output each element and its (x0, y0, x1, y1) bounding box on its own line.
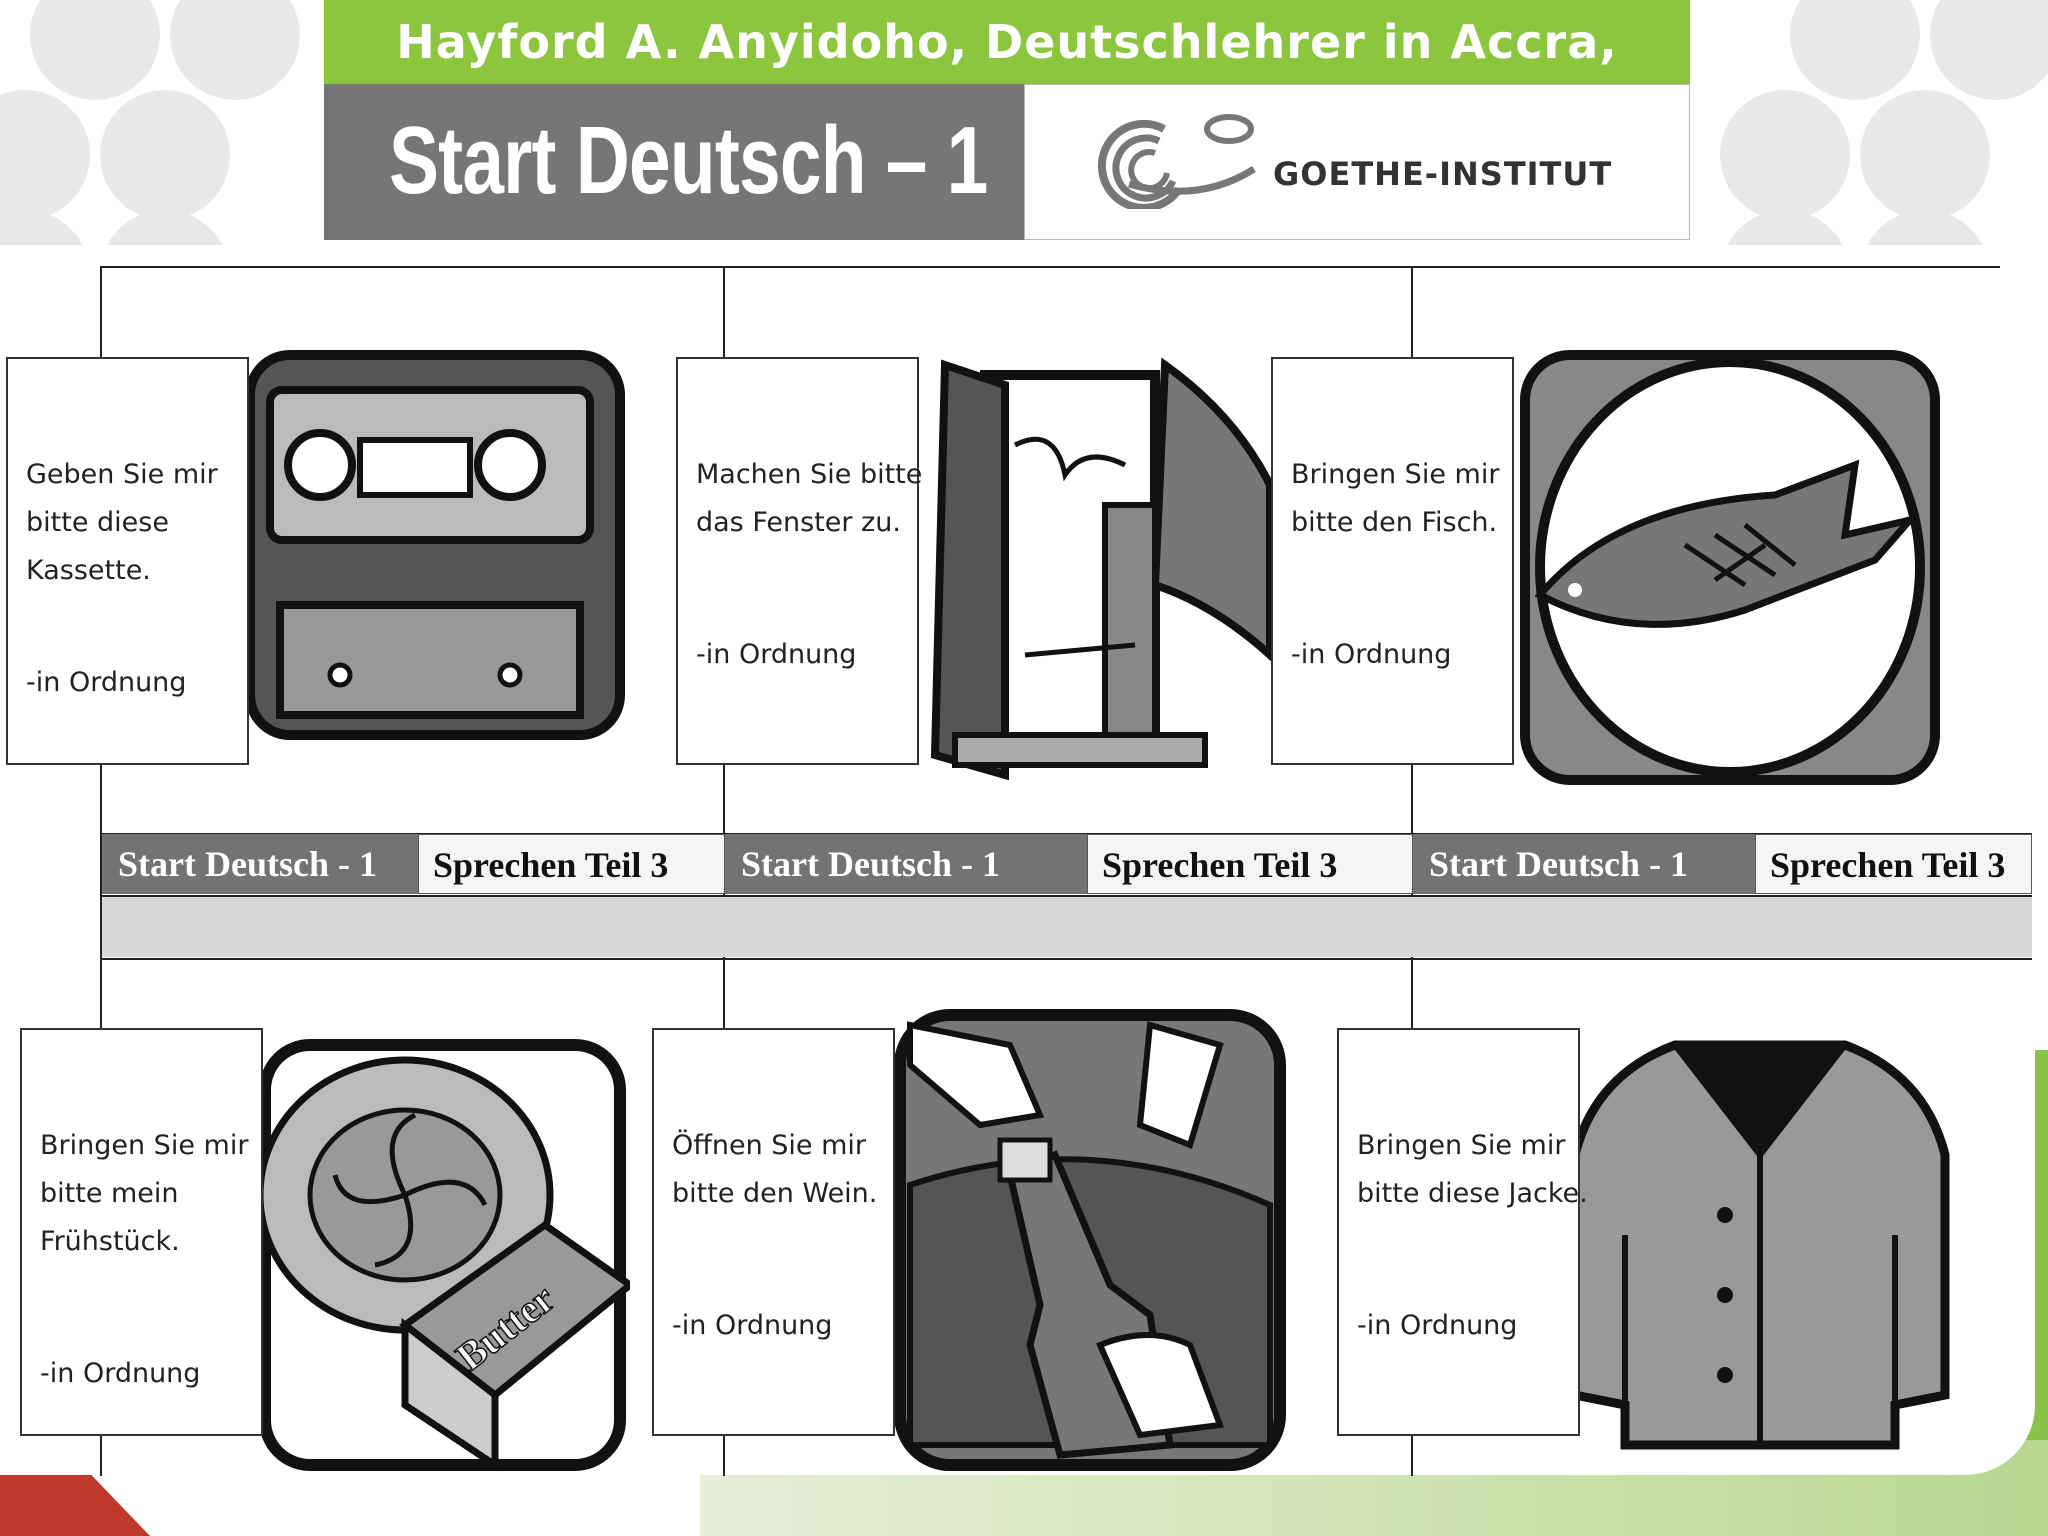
footer-exam-label: Start Deutsch - 1 (102, 834, 418, 894)
request-line: das Fenster zu. (696, 507, 901, 538)
goethe-logo-icon (1097, 114, 1256, 209)
request-line: bitte mein (40, 1178, 179, 1209)
goethe-logo-text: GOETHE-INSTITUT (1273, 155, 1613, 193)
answer-text: -in Ordnung (672, 1310, 833, 1341)
cassette-icon (245, 350, 625, 740)
request-line: Bringen Sie mir (1291, 459, 1500, 490)
request-line: bitte diese (26, 507, 169, 538)
goethe-logo-block: GOETHE-INSTITUT (1024, 84, 1690, 240)
request-line: Öffnen Sie mir (672, 1130, 867, 1161)
request-line: bitte den Fisch. (1291, 507, 1498, 538)
request-line: bitte diese Jacke. (1357, 1178, 1588, 1209)
request-line: Frühstück. (40, 1226, 180, 1257)
answer-text: -in Ordnung (1291, 639, 1452, 670)
request-card-fish: Bringen Sie mir bitte den Fisch. -in Ord… (1271, 357, 1514, 765)
request-line: Bringen Sie mir (40, 1130, 249, 1161)
request-card-cassette: Geben Sie mir bitte diese Kassette. -in … (6, 357, 249, 765)
footer-part-label: Sprechen Teil 3 (418, 834, 725, 894)
request-line: Bringen Sie mir (1357, 1130, 1566, 1161)
request-card-breakfast: Bringen Sie mir bitte mein Frühstück. -i… (20, 1028, 263, 1436)
wine-bottle-icon (894, 1009, 1286, 1471)
jacket-icon (1570, 1040, 1950, 1450)
exam-title-block: Start Deutsch – 1 (324, 84, 1024, 240)
butter-plate-icon: Butter (256, 1039, 630, 1472)
request-line: Geben Sie mir (26, 459, 218, 490)
footer-part-label: Sprechen Teil 3 (1755, 834, 2032, 894)
window-icon (930, 357, 1274, 781)
answer-text: -in Ordnung (26, 667, 187, 698)
request-line: Machen Sie bitte (696, 459, 923, 490)
request-line: Kassette. (26, 555, 151, 586)
fish-plate-icon (1520, 350, 1940, 785)
request-card-window: Machen Sie bitte das Fenster zu. -in Ord… (676, 357, 923, 765)
footer-exam-label: Start Deutsch - 1 (725, 834, 1087, 894)
answer-text: -in Ordnung (696, 639, 857, 670)
footer-part-label: Sprechen Teil 3 (1087, 834, 1413, 894)
answer-text: -in Ordnung (40, 1358, 201, 1389)
request-line: bitte den Wein. (672, 1178, 878, 1209)
request-card-wine: Öffnen Sie mir bitte den Wein. -in Ordnu… (652, 1028, 895, 1436)
answer-text: -in Ordnung (1357, 1310, 1518, 1341)
request-card-jacket: Bringen Sie mir bitte diese Jacke. -in O… (1337, 1028, 1588, 1436)
footer-exam-label: Start Deutsch - 1 (1413, 834, 1755, 894)
author-banner: Hayford A. Anyidoho, Deutschlehrer in Ac… (324, 0, 1690, 153)
exam-title: Start Deutsch – 1 (389, 107, 988, 214)
